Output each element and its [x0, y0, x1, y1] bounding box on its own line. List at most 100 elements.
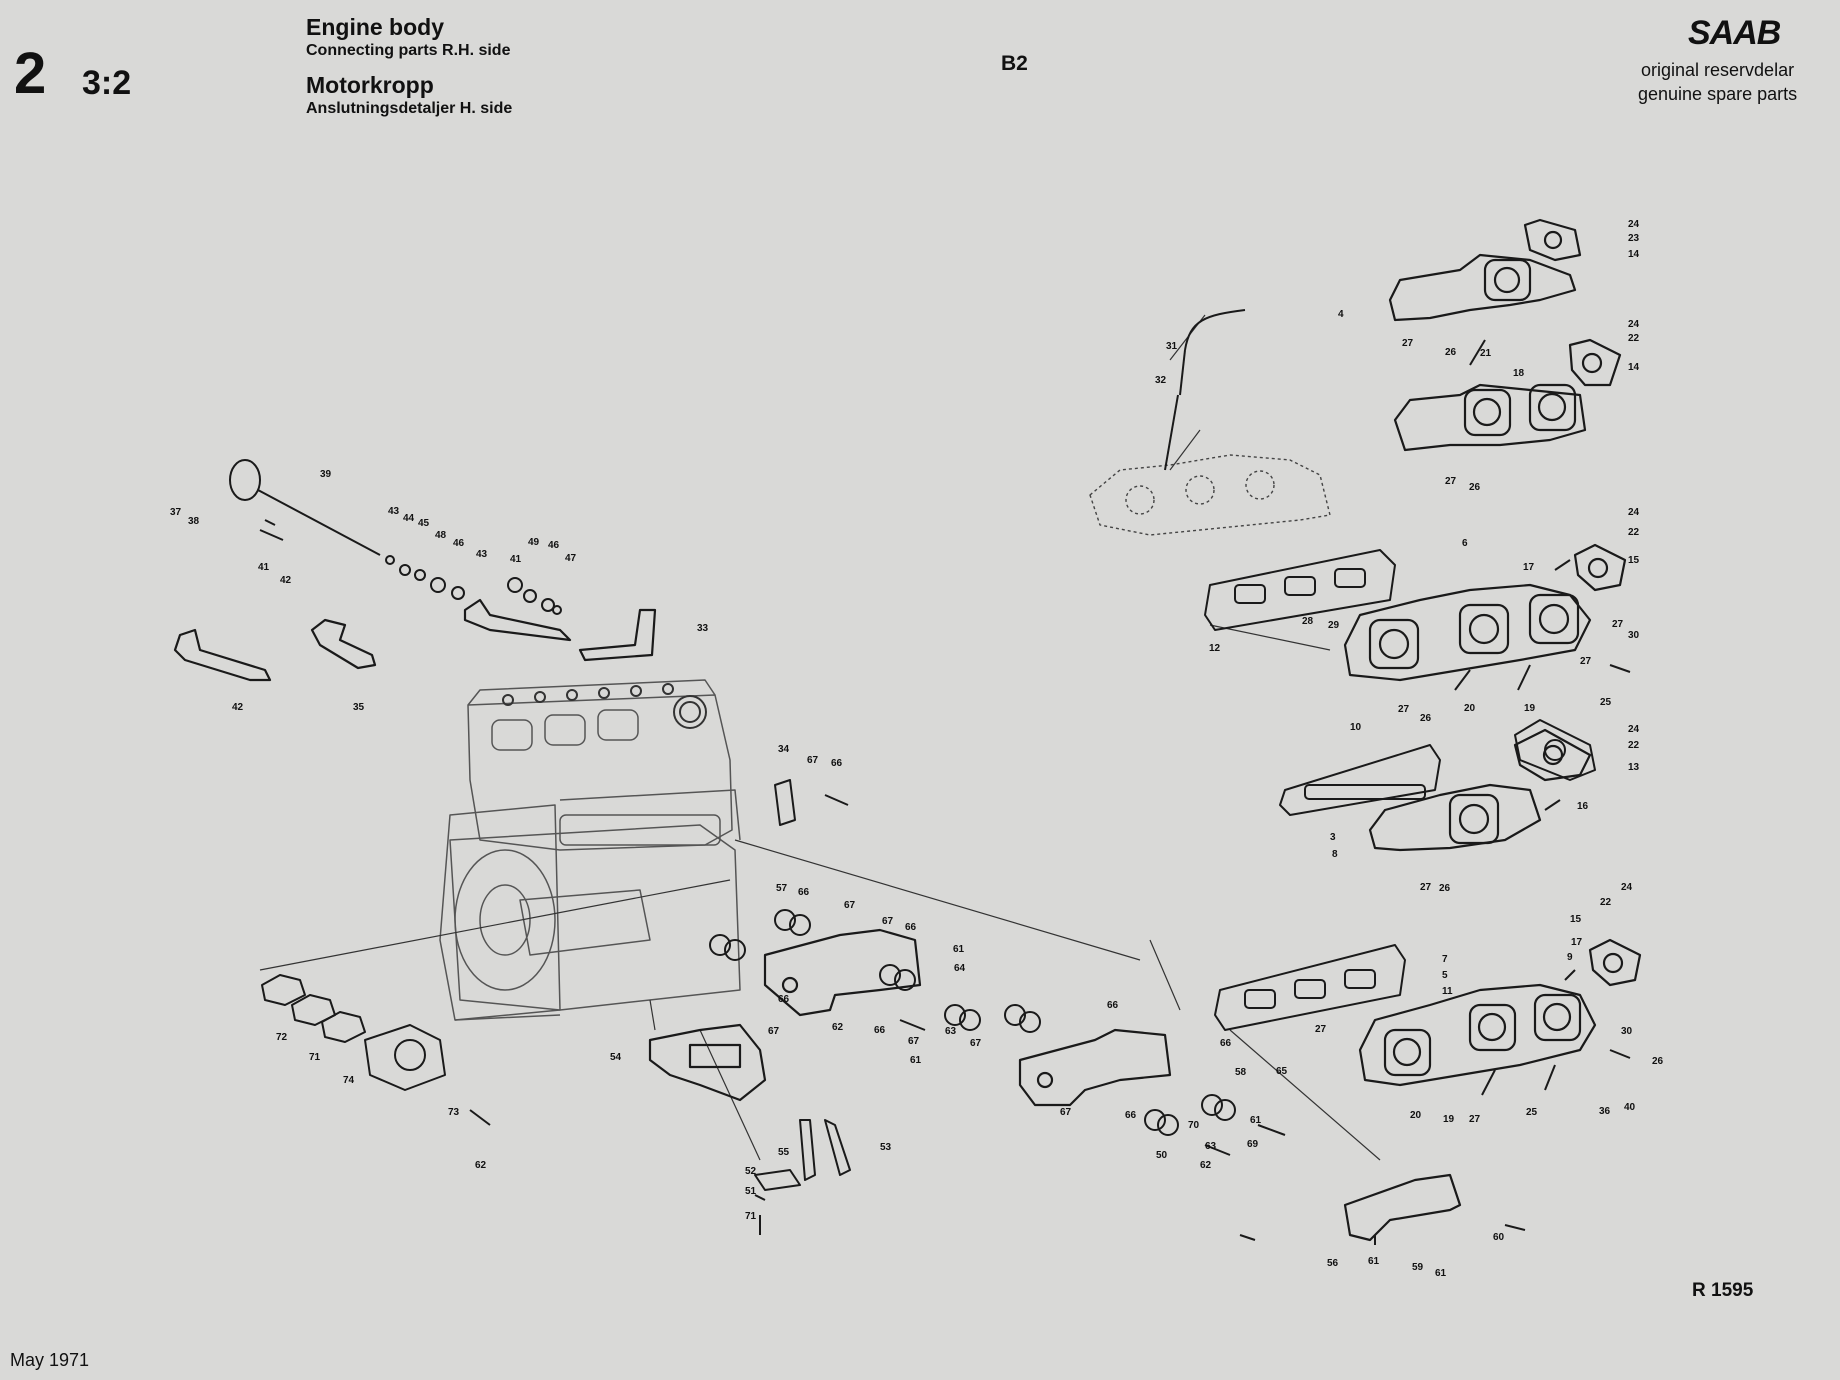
- engine-mount-50: [648, 1023, 767, 1102]
- callout-62: 62: [1200, 1160, 1212, 1171]
- callout-67: 67: [844, 900, 856, 911]
- callout-41: 41: [510, 554, 522, 565]
- callout-61: 61: [910, 1055, 922, 1066]
- callout-46: 46: [453, 538, 465, 549]
- dipstick-tube: [1164, 309, 1246, 471]
- callout-44: 44: [403, 513, 415, 524]
- mount-bracket-57: [763, 928, 922, 1017]
- callout-67: 67: [970, 1038, 982, 1049]
- callout-27: 27: [1612, 619, 1624, 630]
- bracket-46: [173, 628, 272, 682]
- callout-47: 47: [565, 553, 577, 564]
- callout-5: 5: [1442, 970, 1448, 981]
- callout-22: 22: [1628, 333, 1640, 344]
- callout-26: 26: [1469, 482, 1481, 493]
- callout-36: 36: [1599, 1106, 1611, 1117]
- callout-4: 4: [1338, 309, 1344, 320]
- callout-12: 12: [1209, 643, 1221, 654]
- callout-6: 6: [1462, 538, 1468, 549]
- callout-35: 35: [353, 702, 365, 713]
- callout-26: 26: [1420, 713, 1432, 724]
- callout-46: 46: [548, 540, 560, 551]
- callout-42: 42: [232, 702, 244, 713]
- clips-53-55: [754, 1119, 851, 1191]
- callout-67: 67: [768, 1026, 780, 1037]
- callout-26: 26: [1439, 883, 1451, 894]
- mount-bracket-58: [1018, 1028, 1172, 1107]
- callout-16: 16: [1577, 801, 1589, 812]
- exhaust-manifold-twin: [1393, 338, 1622, 452]
- callout-56: 56: [1327, 1258, 1339, 1269]
- callout-43: 43: [476, 549, 488, 560]
- callout-53: 53: [880, 1142, 892, 1153]
- callout-66: 66: [1125, 1110, 1137, 1121]
- callout-61: 61: [1250, 1115, 1262, 1126]
- exhaust-manifold-3: [1368, 728, 1592, 852]
- bracket-48: [463, 598, 572, 642]
- callout-25: 25: [1526, 1107, 1538, 1118]
- callout-61: 61: [1368, 1256, 1380, 1267]
- callout-30: 30: [1621, 1026, 1633, 1037]
- exhaust-manifold-6: [1343, 543, 1627, 682]
- leader-lines: [259, 314, 1381, 1161]
- subtitle-swedish: Anslutningsdetaljer H. side: [306, 100, 513, 117]
- callout-40: 40: [1624, 1102, 1636, 1113]
- callout-52: 52: [745, 1166, 757, 1177]
- callout-54: 54: [610, 1052, 622, 1063]
- callout-20: 20: [1410, 1110, 1422, 1121]
- callout-67: 67: [807, 755, 819, 766]
- brand-tagline-english: genuine spare parts: [1638, 84, 1798, 104]
- title-swedish: Motorkropp: [306, 72, 434, 98]
- callout-60: 60: [1493, 1232, 1505, 1243]
- callout-10: 10: [1350, 722, 1362, 733]
- bracket-49: [578, 608, 657, 662]
- callout-65: 65: [1276, 1066, 1288, 1077]
- callout-66: 66: [905, 922, 917, 933]
- exhaust-manifold-outline-dotted: [1089, 454, 1331, 536]
- callout-66: 66: [1107, 1000, 1119, 1011]
- callout-43: 43: [388, 506, 400, 517]
- callout-67: 67: [1060, 1107, 1072, 1118]
- callout-20: 20: [1464, 703, 1476, 714]
- callout-24: 24: [1628, 507, 1640, 518]
- callout-26: 26: [1445, 347, 1457, 358]
- callout-63: 63: [1205, 1141, 1217, 1152]
- callout-55: 55: [778, 1147, 790, 1158]
- callout-34: 34: [778, 744, 790, 755]
- cylinder-head-bolts: [502, 683, 707, 729]
- callout-37: 37: [170, 507, 182, 518]
- callout-19: 19: [1443, 1114, 1455, 1125]
- callout-32: 32: [1155, 375, 1167, 386]
- callout-57: 57: [776, 883, 788, 894]
- page-code: B2: [1001, 52, 1028, 75]
- callout-72: 72: [276, 1032, 288, 1043]
- gasket-10: [1279, 744, 1441, 816]
- section-number: 2: [14, 41, 47, 106]
- callout-59: 59: [1412, 1262, 1424, 1273]
- callout-50: 50: [1156, 1150, 1168, 1161]
- callout-24: 24: [1628, 319, 1640, 330]
- section-subnumber: 3:2: [82, 64, 132, 102]
- callout-29: 29: [1328, 620, 1340, 631]
- callout-15: 15: [1628, 555, 1640, 566]
- callout-31: 31: [1166, 341, 1178, 352]
- callout-42: 42: [280, 575, 292, 586]
- callout-66: 66: [778, 994, 790, 1005]
- small-parts-row-41: [385, 555, 562, 615]
- callout-71: 71: [745, 1211, 757, 1222]
- callout-73: 73: [448, 1107, 460, 1118]
- bracket-56: [1343, 1173, 1462, 1242]
- callout-27: 27: [1420, 882, 1432, 893]
- callout-58: 58: [1235, 1067, 1247, 1078]
- callout-48: 48: [435, 530, 447, 541]
- callout-66: 66: [798, 887, 810, 898]
- callout-69: 69: [1247, 1139, 1259, 1150]
- callout-27: 27: [1402, 338, 1414, 349]
- callout-17: 17: [1523, 562, 1535, 573]
- callout-22: 22: [1600, 897, 1612, 908]
- callout-24: 24: [1621, 882, 1633, 893]
- brand-tagline-swedish: original reservdelar: [1641, 60, 1795, 80]
- callout-27: 27: [1445, 476, 1457, 487]
- title-english: Engine body: [306, 14, 444, 40]
